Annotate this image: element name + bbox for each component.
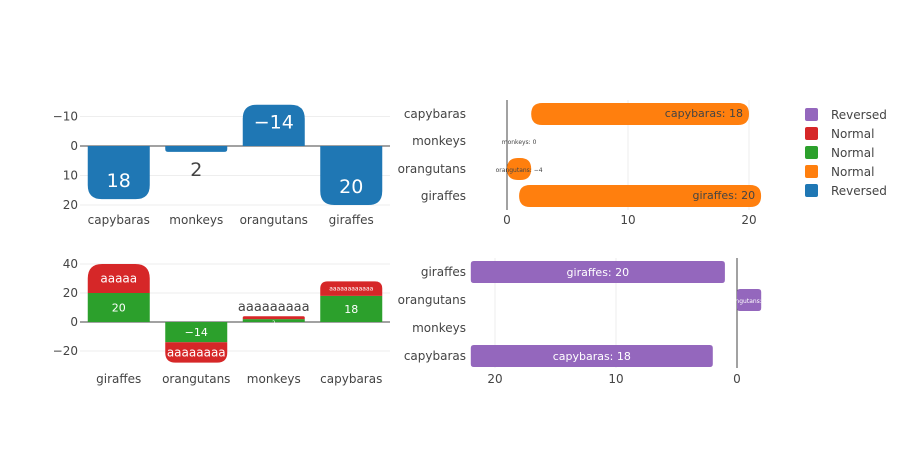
x-tick-label: giraffes (329, 213, 374, 227)
y-tick-label: orangutans (398, 162, 466, 176)
bar-data-label: orangutans: −4 (496, 167, 543, 174)
x-tick-label: giraffes (96, 372, 141, 386)
bar-data-label: −14 (254, 112, 294, 134)
top-right-bar-chart: 0 10 20 capybaras capybaras: 18 monkeys monkey… (398, 100, 762, 227)
bar-orangutans (242, 104, 305, 146)
bar-data-label: aaaaaaaaa (238, 300, 310, 315)
y-tick-label: 0 (70, 139, 78, 153)
bar-capybaras (87, 146, 150, 200)
bar-giraffes-green (87, 293, 150, 322)
bar-data-label: monkeys: 0 (708, 326, 743, 333)
bar-data-label: 18 (344, 303, 358, 316)
bar-data-label: 18 (107, 170, 131, 192)
bar-data-label: orangutans: −4 (726, 298, 773, 305)
y-tick-label: orangutans (398, 293, 466, 307)
bar-data-label: giraffes: 20 (693, 189, 756, 202)
bar-data-label: aaaaa (100, 272, 137, 286)
bar-data-label: aaaaaaaaaaaa (329, 286, 373, 293)
top-left-bar-chart: −10 0 10 20 18 capybaras 2 monkeys −14 orangutans… (53, 104, 390, 227)
bar-monkeys (165, 146, 228, 152)
legend-label: Reversed (831, 108, 887, 122)
bar-data-label: giraffes: 20 (567, 266, 630, 279)
y-tick-label: giraffes (421, 189, 466, 203)
legend-label: Reversed (831, 184, 887, 198)
bottom-left-stacked-bar-chart: −20 0 20 40 20 aaaaa giraffes −14 aaaaaaaa orangu… (53, 257, 390, 386)
bar-giraffes-red (87, 264, 150, 293)
x-tick-label: monkeys (169, 213, 223, 227)
bar-data-label: 2 (190, 159, 202, 181)
bar-data-label: capybaras: 18 (553, 350, 631, 363)
bar-data-label: monkeys: 0 (502, 139, 537, 146)
bar-orangutans (507, 158, 532, 180)
y-tick-label: monkeys (412, 134, 466, 148)
legend-swatch (805, 165, 818, 178)
y-tick-label: 0 (70, 315, 78, 329)
x-tick-label: 0 (733, 372, 741, 386)
bar-orangutans-green (165, 322, 228, 343)
bar-giraffes (470, 261, 725, 283)
bar-capybaras (531, 103, 749, 125)
bar-giraffes (320, 146, 383, 205)
x-tick-label: orangutans (162, 372, 230, 386)
x-tick-label: capybaras (320, 372, 382, 386)
y-tick-label: giraffes (421, 265, 466, 279)
legend-swatch (805, 127, 818, 140)
y-tick-label: −10 (53, 110, 78, 124)
bar-data-label: 20 (112, 302, 126, 315)
y-tick-label: −20 (53, 344, 78, 358)
x-tick-label: 10 (620, 213, 635, 227)
x-tick-label: monkeys (247, 372, 301, 386)
bar-data-label: 2 (272, 321, 275, 327)
bar-monkeys-red (242, 316, 305, 320)
x-tick-label: 10 (608, 372, 623, 386)
bar-giraffes (519, 185, 762, 207)
legend-swatch (805, 108, 818, 121)
legend-swatch (805, 146, 818, 159)
y-tick-label: 20 (63, 286, 78, 300)
bottom-right-bar-chart: 20 10 0 capybaras capybaras: 18 monkeys monkey… (398, 258, 773, 386)
legend-label: Normal (831, 146, 874, 160)
legend-label: Normal (831, 165, 874, 179)
bar-orangutans (737, 289, 762, 311)
y-tick-label: 10 (63, 169, 78, 183)
bar-capybaras-green (320, 295, 383, 322)
x-tick-label: 0 (503, 213, 511, 227)
legend-label: Normal (831, 127, 874, 141)
bar-data-label: 20 (339, 176, 363, 198)
bar-monkeys-green (242, 319, 305, 322)
bar-data-label: aaaaaaaa (167, 345, 226, 359)
x-tick-label: capybaras (88, 213, 150, 227)
y-tick-label: 40 (63, 257, 78, 271)
bar-capybaras-red (320, 281, 383, 296)
bar-capybaras (470, 345, 713, 367)
bar-data-label: capybaras: 18 (665, 107, 743, 120)
y-tick-label: capybaras (404, 107, 466, 121)
legend-swatch (805, 184, 818, 197)
bar-data-label: −14 (185, 326, 208, 339)
x-tick-label: 20 (487, 372, 502, 386)
y-tick-label: capybaras (404, 349, 466, 363)
y-tick-label: 20 (63, 198, 78, 212)
y-tick-label: monkeys (412, 321, 466, 335)
x-tick-label: 20 (741, 213, 756, 227)
bar-orangutans-red (165, 342, 228, 363)
x-tick-label: orangutans (240, 213, 308, 227)
